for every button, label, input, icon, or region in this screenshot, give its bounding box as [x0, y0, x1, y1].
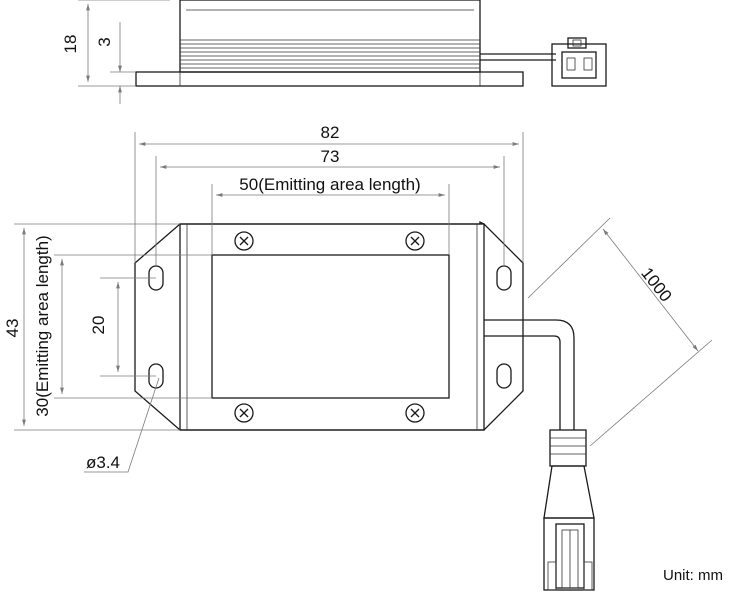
- side-height-label: 18: [61, 35, 80, 54]
- side-housing: [179, 0, 481, 73]
- width-82-label: 82: [321, 123, 340, 142]
- slot-top-right: [496, 265, 512, 291]
- side-base-thickness-label: 3: [95, 37, 114, 46]
- emitting-area: [211, 254, 450, 399]
- screw-bottom-left: [234, 403, 254, 423]
- screw-top-right: [405, 231, 425, 251]
- hole-diameter-leader: [84, 377, 160, 473]
- hole-diameter-label: ø3.4: [86, 453, 120, 472]
- screw-top-left: [234, 231, 254, 251]
- cable-length-label: 1000: [637, 264, 675, 306]
- side-view: 18 3: [61, 0, 607, 104]
- hole-spacing-73-label: 73: [321, 147, 340, 166]
- hole-vertical-spacing-label: 20: [89, 316, 108, 335]
- front-outline: [134, 220, 524, 431]
- emitting-width-label: 30(Emitting area length): [33, 235, 52, 416]
- front-cable: [484, 319, 595, 591]
- unit-label: Unit: mm: [663, 567, 723, 584]
- screw-bottom-right: [405, 403, 425, 423]
- side-connector: [551, 37, 607, 87]
- height-43-label: 43: [3, 319, 22, 338]
- side-base-plate: [135, 71, 524, 87]
- front-view: 82 73 50(Emitting area length) 43 30(Emi…: [3, 123, 713, 591]
- slot-bottom-right: [496, 363, 512, 389]
- emitting-length-label: 50(Emitting area length): [239, 175, 420, 194]
